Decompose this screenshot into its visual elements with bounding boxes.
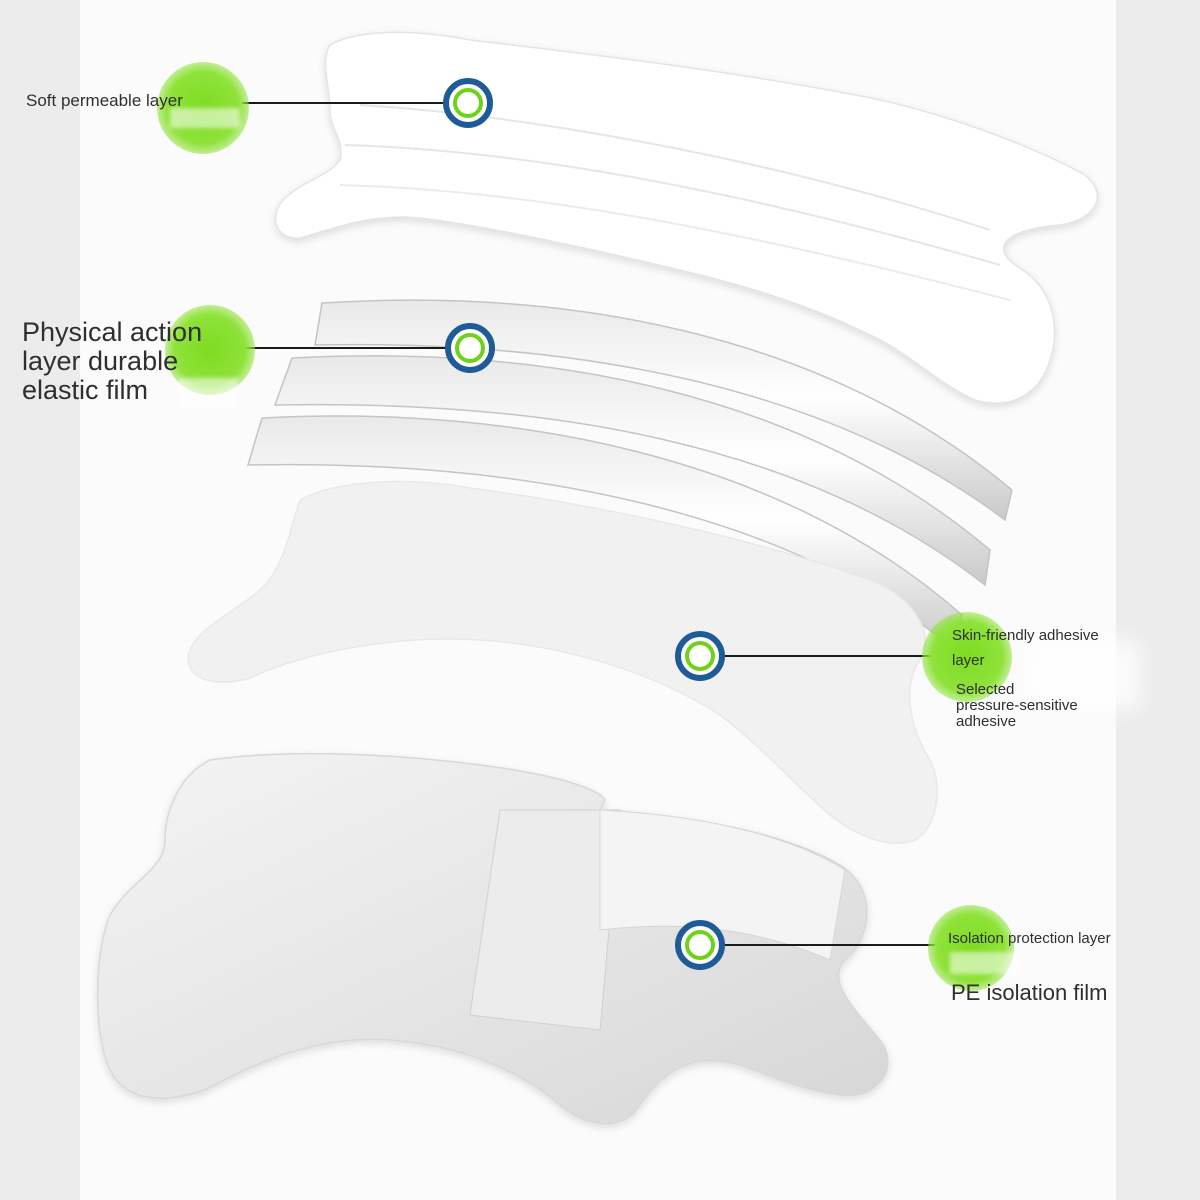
label-adhesive-line1: Skin-friendly adhesive bbox=[952, 627, 1099, 644]
label-adhesive-sub-line1: Selected bbox=[956, 681, 1015, 698]
label-physical-action-line2: layer durable bbox=[22, 346, 179, 376]
marker-physical-layer bbox=[445, 323, 495, 373]
blurred-text-soft-layer bbox=[170, 108, 240, 128]
marker-soft-layer bbox=[443, 78, 493, 128]
green-glow-isolation-layer bbox=[928, 905, 1014, 991]
label-adhesive-sub-line2: pressure-sensitive bbox=[956, 697, 1078, 714]
label-soft-permeable-layer: Soft permeable layer bbox=[26, 91, 183, 110]
marker-isolation-layer bbox=[675, 920, 725, 970]
label-adhesive-sub-line3: adhesive bbox=[956, 713, 1017, 730]
green-glow-adhesive-layer bbox=[922, 612, 1012, 702]
blurred-glow-right-edge bbox=[1030, 640, 1140, 710]
label-isolation-line1: Isolation protection layer bbox=[948, 930, 1111, 947]
isolation-film-shape bbox=[96, 752, 889, 1125]
adhesive-layer-shape bbox=[187, 480, 938, 844]
blurred-text-isolation-layer bbox=[950, 952, 1020, 974]
label-isolation-line2: PE isolation film bbox=[951, 980, 1108, 1005]
marker-adhesive-layer bbox=[675, 631, 725, 681]
label-adhesive-line2: layer bbox=[952, 652, 985, 669]
soft-permeable-layer-shape bbox=[275, 31, 1098, 404]
label-physical-action-line1: Physical action bbox=[22, 317, 203, 347]
label-physical-action-line3: elastic film bbox=[22, 375, 149, 405]
blurred-text-physical-layer bbox=[178, 378, 238, 408]
